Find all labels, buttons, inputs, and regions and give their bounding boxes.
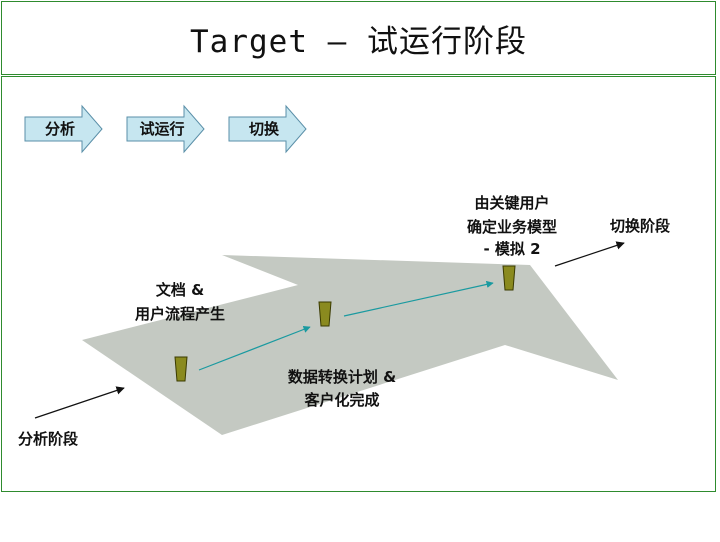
milestone2-label-line1: 数据转换计划 & (288, 368, 396, 386)
connector-line (198, 325, 311, 371)
end-phase-label: 切换阶段 (610, 217, 670, 235)
title-bar: Target – 试运行阶段 (1, 1, 716, 75)
step-label: 切换 (249, 120, 280, 138)
milestone1-label-line2: 用户流程产生 (135, 305, 225, 323)
milestone3-label-line1: 由关键用户 (474, 194, 549, 212)
milestone-marker (318, 301, 332, 327)
milestone-marker (174, 356, 188, 382)
content-panel (1, 76, 716, 492)
page-title: Target – 试运行阶段 (190, 23, 527, 60)
milestone2-label-line2: 客户化完成 (303, 391, 379, 409)
progress-shape (82, 255, 618, 435)
milestone1-label-line1: 文档 & (156, 281, 204, 299)
step-arrow-trial-run: 试运行 (126, 104, 205, 154)
step-label: 分析 (45, 120, 75, 138)
end-arrow (554, 241, 625, 267)
milestone-marker (502, 265, 516, 291)
start-phase-label: 分析阶段 (18, 430, 78, 448)
connector-line (343, 280, 494, 317)
milestone3-label-line2: 确定业务模型 (467, 218, 557, 236)
step-arrow-cutover: 切换 (228, 104, 307, 154)
step-arrow-analysis: 分析 (24, 104, 103, 154)
start-arrow (34, 386, 125, 419)
step-label: 试运行 (139, 120, 184, 138)
milestone3-label-line3: - 模拟 2 (483, 240, 540, 258)
